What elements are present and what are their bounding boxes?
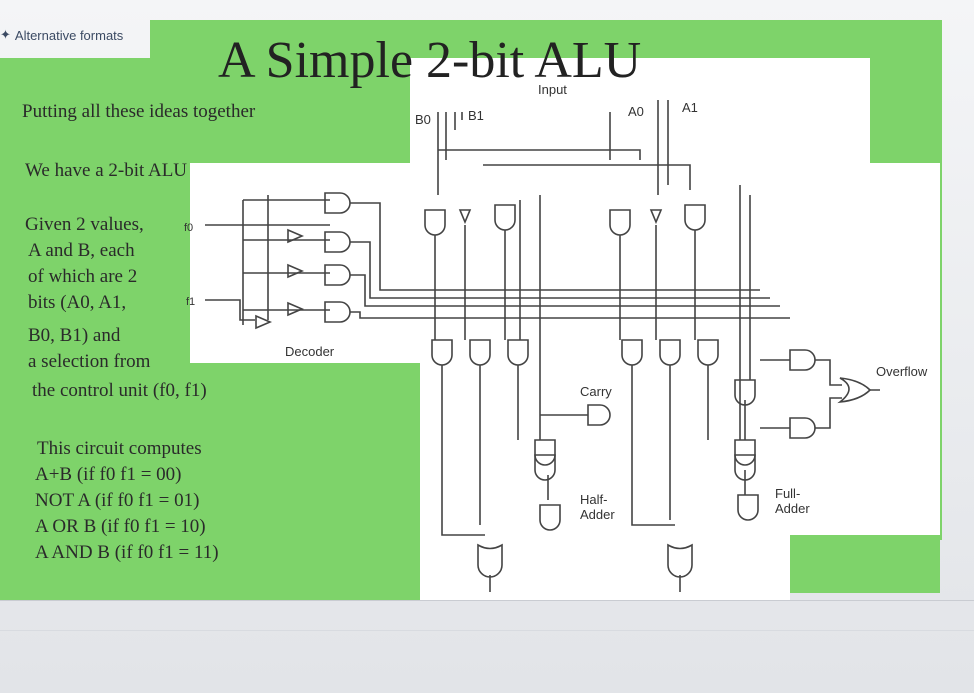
- f0-label: f0: [184, 222, 194, 234]
- full-adder-label: Full- Adder: [775, 486, 810, 516]
- overflow-label: Overflow: [876, 364, 928, 379]
- page-divider: [0, 630, 974, 631]
- b1-label: B1: [468, 108, 484, 123]
- input-label: Input: [538, 82, 567, 97]
- page-divider: [0, 600, 974, 601]
- text-line: the control unit (f0, f1): [32, 380, 207, 401]
- half-adder-label: Half- Adder: [580, 492, 615, 522]
- text-line: B0, B1) and: [28, 325, 121, 346]
- text-line: A AND B (if f0 f1 = 11): [35, 542, 219, 563]
- text-line: This circuit computes: [37, 438, 202, 459]
- text-line: A+B (if f0 f1 = 00): [35, 464, 182, 485]
- carry-label: Carry: [580, 384, 612, 399]
- decoder-label: Decoder: [285, 344, 335, 359]
- text-line: Putting all these ideas together: [22, 101, 256, 122]
- slide: [0, 10, 958, 610]
- alternative-formats-label: Alternative formats: [14, 27, 124, 43]
- alternative-formats-link[interactable]: ✦ Alternative formats: [0, 22, 150, 48]
- a0-label: A0: [628, 104, 644, 119]
- bookmark-star-icon: ✦: [0, 27, 11, 42]
- slide-title: A Simple 2-bit ALU: [218, 32, 642, 89]
- text-line: NOT A (if f0 f1 = 01): [35, 490, 200, 511]
- text-line: A and B, each: [28, 240, 135, 261]
- f1-label: f1: [186, 296, 196, 308]
- text-line: A OR B (if f0 f1 = 10): [35, 516, 206, 537]
- text-line: bits (A0, A1,: [28, 292, 127, 313]
- a1-label: A1: [682, 100, 698, 115]
- text-line: a selection from: [28, 351, 151, 372]
- b0-label: B0: [415, 112, 431, 127]
- text-line: We have a 2-bit ALU: [25, 160, 188, 181]
- text-line: Given 2 values,: [25, 214, 144, 235]
- text-line: of which are 2: [28, 266, 138, 287]
